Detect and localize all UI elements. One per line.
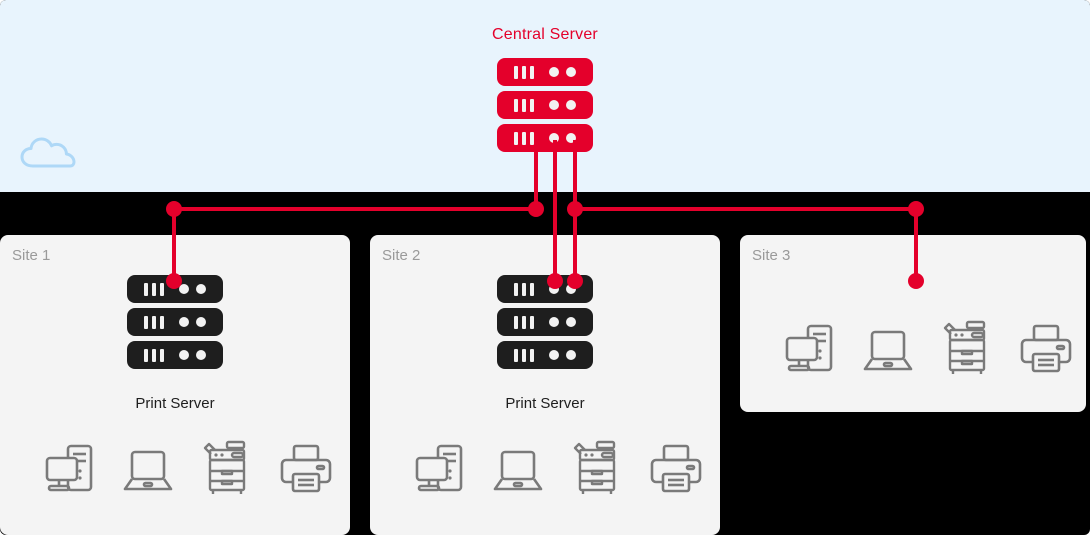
connection-node xyxy=(908,201,924,217)
site-2-devices xyxy=(415,440,703,498)
central-server-label: Central Server xyxy=(492,26,598,43)
server-unit xyxy=(497,308,593,336)
site-3-devices xyxy=(785,320,1073,378)
copier-icon[interactable] xyxy=(941,320,991,378)
printer-icon[interactable] xyxy=(1019,322,1073,378)
site-title-3: Site 3 xyxy=(752,247,791,264)
server-leds xyxy=(549,67,576,77)
copier-icon[interactable] xyxy=(571,440,621,498)
central-server-icon xyxy=(497,58,593,157)
server-leds xyxy=(179,350,206,360)
server-unit xyxy=(497,91,593,119)
cloud-icon xyxy=(20,137,76,168)
connection-node xyxy=(166,201,182,217)
server-leds xyxy=(179,284,206,294)
laptop-icon[interactable] xyxy=(123,442,173,498)
site-1-devices xyxy=(45,440,333,498)
copier-icon[interactable] xyxy=(201,440,251,498)
server-unit xyxy=(497,124,593,152)
desktop-computer-icon[interactable] xyxy=(45,442,95,498)
connection-node xyxy=(528,201,544,217)
server-bars xyxy=(514,66,534,79)
server-unit xyxy=(127,341,223,369)
connection-node xyxy=(567,201,583,217)
server-leds xyxy=(179,317,206,327)
printer-icon[interactable] xyxy=(649,442,703,498)
desktop-computer-icon[interactable] xyxy=(785,322,835,378)
server-bars xyxy=(144,349,164,362)
server-bars xyxy=(144,283,164,296)
laptop-icon[interactable] xyxy=(493,442,543,498)
server-leds xyxy=(549,284,576,294)
site-panel-2[interactable]: Site 2 Print Server xyxy=(370,235,720,535)
site-2-print-server-icon xyxy=(497,275,593,374)
site-title-1: Site 1 xyxy=(12,247,51,264)
site-title-2: Site 2 xyxy=(382,247,421,264)
server-unit xyxy=(497,275,593,303)
printer-icon[interactable] xyxy=(279,442,333,498)
server-bars xyxy=(144,316,164,329)
desktop-computer-icon[interactable] xyxy=(415,442,465,498)
server-bars xyxy=(514,349,534,362)
site-1-print-server-icon xyxy=(127,275,223,374)
site-panel-3[interactable]: Site 3 xyxy=(740,235,1086,412)
server-unit xyxy=(127,308,223,336)
server-bars xyxy=(514,132,534,145)
laptop-icon[interactable] xyxy=(863,322,913,378)
server-bars xyxy=(514,283,534,296)
server-leds xyxy=(549,350,576,360)
server-leds xyxy=(549,100,576,110)
server-unit xyxy=(497,58,593,86)
site-2-server-caption: Print Server xyxy=(505,395,585,412)
server-bars xyxy=(514,99,534,112)
site-panel-1[interactable]: Site 1 Print Server xyxy=(0,235,350,535)
server-leds xyxy=(549,133,576,143)
server-leds xyxy=(549,317,576,327)
server-bars xyxy=(514,316,534,329)
site-1-server-caption: Print Server xyxy=(135,395,215,412)
server-unit xyxy=(497,341,593,369)
server-unit xyxy=(127,275,223,303)
